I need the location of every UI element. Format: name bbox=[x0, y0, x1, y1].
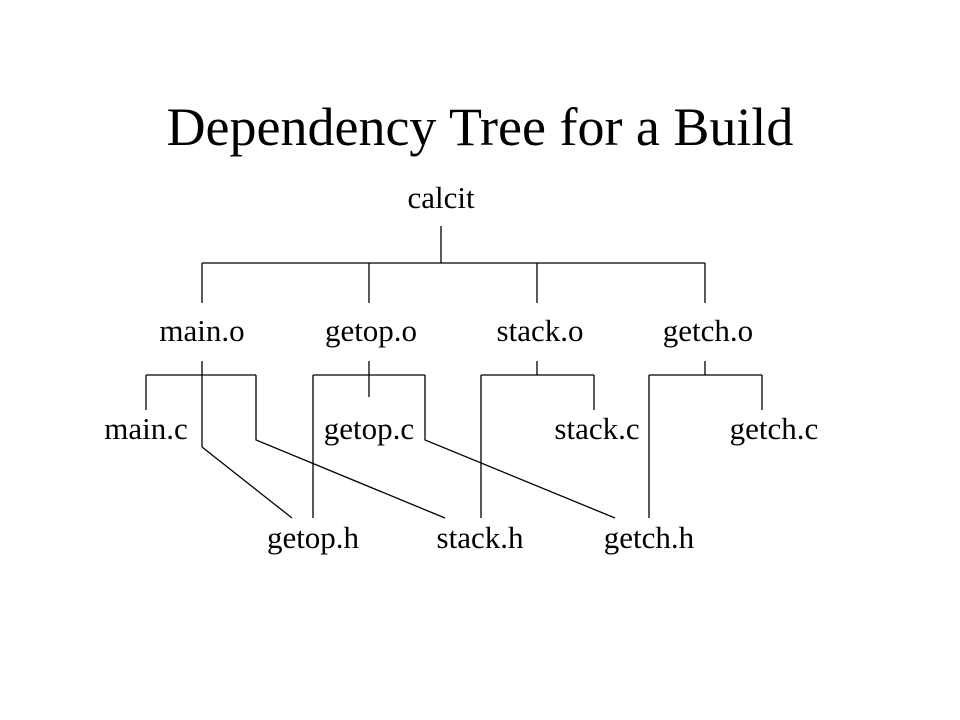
node-getop-o: getop.o bbox=[325, 313, 417, 348]
connector-calcit-to-objects bbox=[201, 226, 706, 303]
page-title: Dependency Tree for a Build bbox=[166, 97, 794, 157]
node-calcit: calcit bbox=[407, 180, 475, 215]
node-getch-c: getch.c bbox=[730, 411, 819, 446]
connector-stack-o-deps bbox=[480, 361, 595, 518]
node-getch-h: getch.h bbox=[604, 520, 695, 555]
node-getch-o: getch.o bbox=[663, 313, 753, 348]
node-stack-o: stack.o bbox=[497, 313, 584, 348]
node-getop-h: getop.h bbox=[267, 520, 360, 555]
node-getop-c: getop.c bbox=[324, 411, 414, 446]
node-main-o: main.o bbox=[159, 313, 244, 348]
connector-getop-o-deps bbox=[312, 361, 616, 519]
node-main-c: main.c bbox=[104, 411, 188, 446]
node-stack-h: stack.h bbox=[437, 520, 524, 555]
node-stack-c: stack.c bbox=[554, 411, 639, 446]
connector-main-o-deps bbox=[145, 361, 446, 519]
connector-getch-o-deps bbox=[648, 361, 763, 518]
